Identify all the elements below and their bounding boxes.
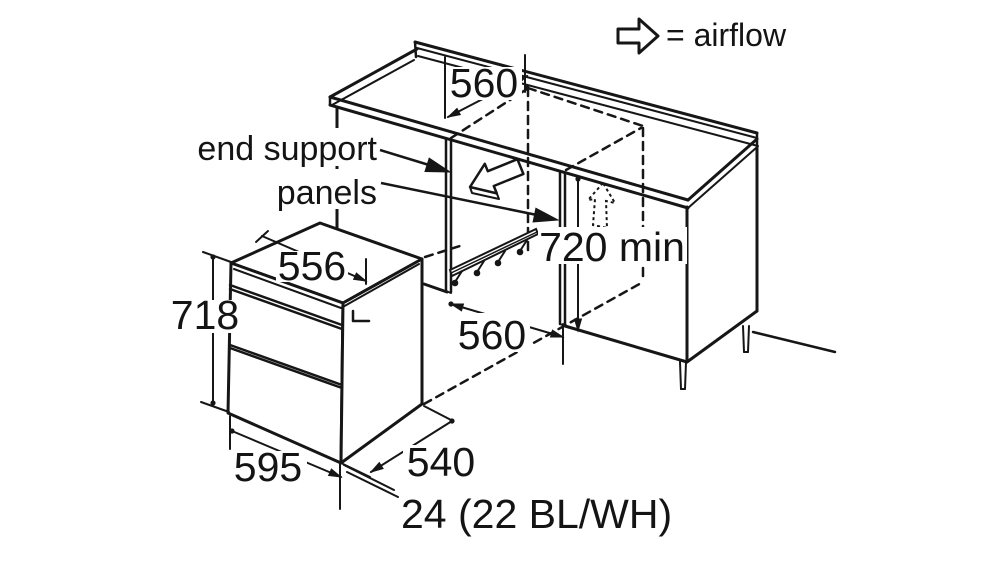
dimension-label-oven-height: 718 [171, 292, 239, 338]
right-cabinet [563, 146, 837, 390]
dimension-label-oven-body-width: 556 [278, 243, 346, 289]
leader-arrows [379, 148, 560, 223]
label-backgrounds [168, 67, 687, 485]
annotation-end-support: end support [197, 130, 377, 168]
cabinet-leg-front [679, 361, 687, 390]
airflow-legend-arrow-icon [616, 17, 660, 55]
annotation-panels: panels [277, 174, 377, 212]
labels: = airflow end support panels 560 560 720… [171, 17, 787, 537]
worktop [328, 40, 759, 210]
floor-line [751, 330, 837, 354]
oven-control-panel [228, 283, 344, 331]
oven-door-divider [228, 343, 344, 390]
dimension-label-niche-depth: 560 [450, 60, 518, 106]
dimension-label-niche-height: 720 min [539, 224, 685, 270]
slide-in-guide-floor [422, 280, 645, 406]
dim-door-thickness-leaders [343, 464, 399, 498]
end-support-panel-left [444, 138, 453, 294]
legend-airflow-label: = airflow [666, 17, 787, 53]
oven-side-face [339, 257, 424, 465]
dimension-label-door-thickness: 24 (22 BL/WH) [401, 491, 672, 537]
dimension-label-oven-front-width: 595 [234, 444, 302, 490]
slide-in-guide-top [423, 243, 465, 259]
airflow-arrow-up-dashed [585, 181, 618, 230]
airflow-legend [616, 17, 660, 55]
dimension-label-oven-depth: 540 [407, 439, 475, 485]
rail-screws [451, 239, 528, 287]
dimension-lines [200, 54, 583, 510]
oven-handle-mark [351, 309, 371, 323]
airflow-arrow-front [468, 157, 525, 200]
cabinet-leg-back [742, 325, 750, 353]
dimension-label-niche-width: 560 [458, 312, 526, 358]
mounting-rail [448, 227, 540, 287]
